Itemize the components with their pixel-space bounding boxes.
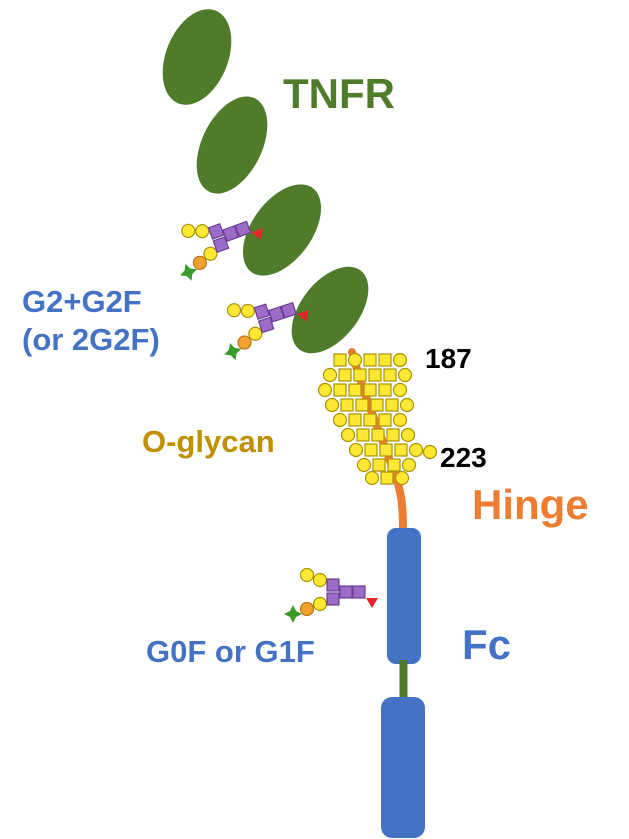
o-glycan-label: O-glycan: [142, 424, 275, 459]
tnfr-domain-segment: [242, 184, 322, 276]
o-glycan-sugar: [399, 397, 415, 413]
o-glycan-sugar: [378, 353, 392, 367]
tnfr-domain-segment: [162, 9, 232, 105]
site-187-label: 187: [425, 343, 472, 374]
o-glycan-sugar: [322, 367, 338, 383]
o-glycan-sugar: [356, 457, 372, 473]
o-glycan-sugar: [363, 353, 377, 367]
o-glycan-sugar: [401, 457, 417, 473]
o-glycan-sugar: [364, 443, 378, 457]
o-glycan-sugar: [363, 383, 377, 397]
o-glycan-sugar: [383, 368, 397, 382]
n-glycan-fc: [283, 567, 379, 624]
o-glycan-sugar: [317, 382, 333, 398]
hinge-label: Hinge: [472, 481, 589, 528]
o-glycan-cluster: [317, 352, 438, 486]
fc-domain-upper: [387, 528, 421, 664]
o-glycan-sugar: [386, 428, 400, 442]
site-223-label: 223: [440, 442, 487, 473]
o-glycan-sugar: [380, 471, 394, 485]
o-glycan-sugar: [400, 427, 416, 443]
o-glycan-sugar: [353, 368, 367, 382]
o-glycan-sugar: [363, 413, 377, 427]
o-glycan-sugar: [340, 398, 354, 412]
n-glycan-fc-label: G0F or G1F: [146, 634, 315, 669]
o-glycan-sugar: [348, 413, 362, 427]
o-glycan-sugar: [340, 427, 356, 443]
o-glycan-sugar: [371, 428, 385, 442]
o-glycan-sugar: [355, 398, 369, 412]
o-glycan-sugar: [394, 470, 410, 486]
o-glycan-sugar: [356, 428, 370, 442]
tnfr-label: TNFR: [283, 70, 395, 117]
o-glycan-sugar: [422, 444, 438, 460]
o-glycan-sugar: [394, 443, 408, 457]
o-glycan-sugar: [397, 367, 413, 383]
o-glycan-sugar: [347, 352, 363, 368]
tnfr-domain: [162, 9, 369, 354]
o-glycan-sugar: [338, 368, 352, 382]
o-glycan-sugar: [385, 398, 399, 412]
o-glycan-sugar: [333, 383, 347, 397]
o-glycan-sugar: [370, 398, 384, 412]
o-glycan-sugar: [348, 442, 364, 458]
o-glycan-sugar: [372, 458, 386, 472]
o-glycan-sugar: [392, 412, 408, 428]
n-glycan-tnfr-label-line2: (or 2G2F): [22, 322, 160, 357]
o-glycan-sugar: [378, 413, 392, 427]
o-glycan-sugar: [348, 383, 362, 397]
o-glycan-sugar: [364, 470, 380, 486]
n-glycan-tnfr-label-line1: G2+G2F: [22, 284, 142, 319]
o-glycan-sugar: [324, 397, 340, 413]
o-glycan-sugar: [379, 443, 393, 457]
tnfr-domain-segment: [196, 96, 268, 194]
o-glycan-sugar: [332, 412, 348, 428]
o-glycan-sugar: [392, 352, 408, 368]
fc-label: Fc: [462, 621, 511, 668]
o-glycan-sugar: [368, 368, 382, 382]
o-glycan-sugar: [387, 458, 401, 472]
o-glycan-sugar: [378, 383, 392, 397]
o-glycan-sugar: [392, 382, 408, 398]
o-glycan-sugar: [333, 353, 347, 367]
fc-domain-lower: [381, 697, 425, 838]
tnfr-domain-segment: [291, 266, 369, 354]
o-glycan-sugar: [408, 442, 424, 458]
